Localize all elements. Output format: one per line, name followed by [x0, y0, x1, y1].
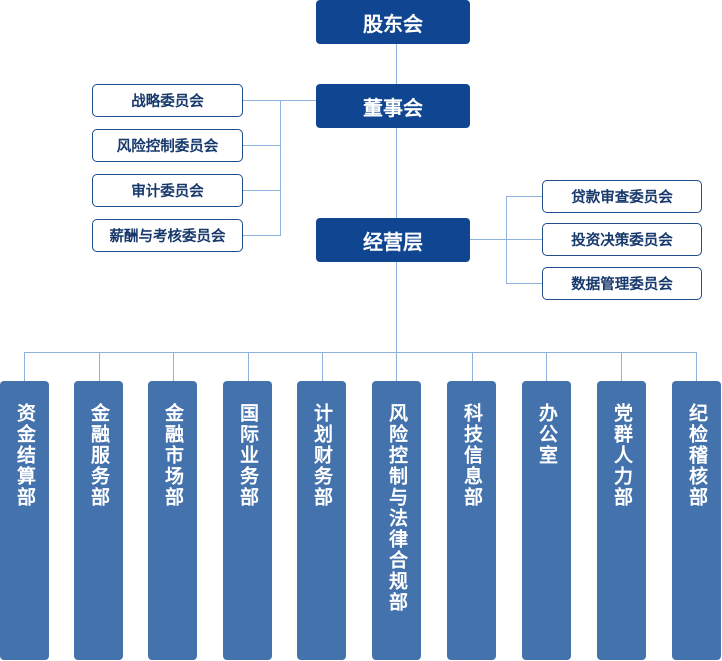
connector-mgmt-committee-2	[506, 239, 542, 240]
dept-label: 国际业务部	[237, 403, 259, 508]
committee-investment: 投资决策委员会	[542, 223, 702, 256]
connector-board-management	[396, 128, 397, 218]
dept-label: 金融服务部	[88, 403, 110, 508]
committee-audit: 审计委员会	[92, 174, 243, 207]
dept-financial-markets: 金融市场部	[148, 381, 197, 660]
connector-committee-4	[243, 235, 280, 236]
connector-board-link	[280, 100, 316, 101]
dept-label: 金融市场部	[162, 403, 184, 508]
connector-dept-bus	[24, 352, 697, 353]
dept-tech-info: 科技信息部	[447, 381, 496, 660]
dept-planning-finance: 计划财务部	[297, 381, 346, 660]
committee-strategy: 战略委员会	[92, 84, 243, 117]
management-box: 经营层	[316, 218, 470, 262]
dept-international: 国际业务部	[223, 381, 272, 660]
connector-dept-9	[621, 352, 622, 381]
dept-financial-services: 金融服务部	[74, 381, 123, 660]
dept-discipline-audit: 纪检稽核部	[672, 381, 721, 660]
connector-dept-3	[173, 352, 174, 381]
connector-dept-7	[472, 352, 473, 381]
committee-risk-control: 风险控制委员会	[92, 129, 243, 162]
committee-compensation: 薪酬与考核委员会	[92, 219, 243, 252]
connector-dept-1	[24, 352, 25, 381]
dept-fund-settlement: 资金结算部	[0, 381, 49, 660]
connector-dept-5	[322, 352, 323, 381]
dept-label: 办公室	[536, 403, 558, 466]
connector-dept-2	[99, 352, 100, 381]
dept-risk-legal: 风险控制与法律合规部	[372, 381, 421, 660]
connector-management-link	[470, 239, 506, 240]
shareholders-box: 股东会	[316, 0, 470, 44]
connector-dept-4	[248, 352, 249, 381]
connector-dept-6	[396, 352, 397, 381]
connector-mgmt-committees-trunk	[506, 196, 507, 284]
connector-committee-3	[243, 190, 280, 191]
connector-mgmt-committee-1	[506, 196, 542, 197]
committee-loan-review: 贷款审查委员会	[542, 180, 702, 213]
dept-office: 办公室	[522, 381, 571, 660]
dept-label: 资金结算部	[14, 403, 36, 508]
committee-data-management: 数据管理委员会	[542, 267, 702, 300]
dept-label: 纪检稽核部	[686, 403, 708, 508]
dept-label: 科技信息部	[461, 403, 483, 508]
connector-dept-10	[696, 352, 697, 381]
connector-committee-1	[243, 100, 280, 101]
connector-dept-8	[546, 352, 547, 381]
connector-mgmt-committee-3	[506, 283, 542, 284]
dept-label: 计划财务部	[311, 403, 333, 508]
dept-party-hr: 党群人力部	[597, 381, 646, 660]
dept-label: 风险控制与法律合规部	[386, 403, 408, 613]
connector-board-committees-trunk	[280, 100, 281, 236]
dept-label: 党群人力部	[611, 403, 633, 508]
connector-committee-2	[243, 145, 280, 146]
connector-shareholders-board	[396, 44, 397, 84]
board-box: 董事会	[316, 84, 470, 128]
connector-management-depts	[396, 262, 397, 352]
